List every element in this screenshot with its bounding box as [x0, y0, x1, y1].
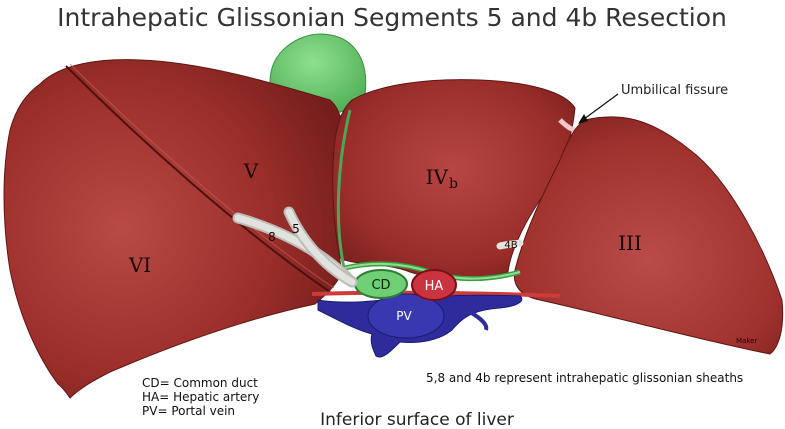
legend-cd: CD= Common duct: [142, 376, 258, 390]
segment-iii-label: III: [618, 231, 642, 255]
arrow-head-icon: [578, 114, 588, 124]
diagram-caption: Inferior surface of liver: [320, 410, 514, 429]
umbilical-fissure-pointer: [579, 93, 619, 123]
portal-vein-label: PV: [396, 309, 412, 323]
segment-vi-label: VI: [128, 253, 151, 277]
segment-boundary-highlight: [69, 63, 335, 289]
sheath-4b-label: 4B: [504, 240, 517, 251]
segment-v-label: V: [243, 159, 259, 183]
segment-ivb-label: IV: [426, 165, 449, 189]
sheath-8-label: 8: [268, 230, 276, 244]
segment-ivb: [332, 79, 576, 280]
hepatic-artery: [411, 269, 457, 301]
sheath-5-label: 5: [292, 222, 300, 236]
portal-vein-branch: [468, 310, 489, 331]
umbilical-fissure-label: Umbilical fissure: [621, 83, 728, 98]
common-duct-label: CD: [371, 278, 390, 293]
hepatic-artery-label: HA: [425, 279, 444, 294]
portal-vein-trunk: [367, 293, 445, 339]
segment-v-vi-boundary: [65, 65, 331, 293]
segment-iii: [513, 116, 784, 355]
liver-right-lobe: [3, 59, 344, 399]
diagram-title: Intrahepatic Glissonian Segments 5 and 4…: [57, 3, 727, 32]
maker-mark: Maker: [736, 337, 757, 345]
sheath-5-highlight: [285, 208, 356, 286]
sheath-4b: [496, 239, 524, 250]
legend-pv: PV= Portal vein: [142, 404, 235, 418]
bile-duct-left-contour: [336, 109, 352, 269]
segment-ivb-sublabel: b: [449, 176, 458, 192]
sheath-note: 5,8 and 4b represent intrahepatic glisso…: [426, 371, 743, 385]
legend-ha: HA= Hepatic artery: [142, 390, 259, 404]
